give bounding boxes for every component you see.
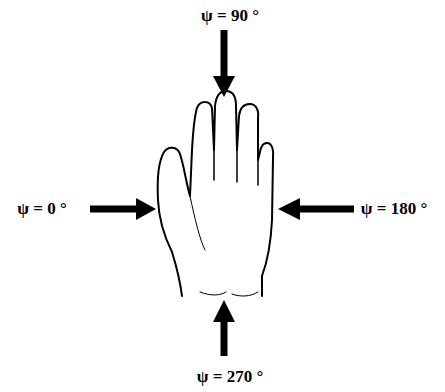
arrow-shaft [221,30,228,78]
angle-label: ψ = 0 ° [17,200,66,219]
angle-label: ψ = 270 ° [197,368,263,387]
arrow-shaft [90,206,138,213]
arrow-head [213,76,235,97]
arrow-shaft [298,206,354,213]
angle-label: ψ = 90 ° [201,7,259,26]
arrow-head [278,198,300,220]
arrow-shaft [221,320,228,356]
palm-crease [190,196,258,296]
hand-outline [158,91,274,296]
arrow-head [213,300,235,322]
angle-label: ψ = 180 ° [361,200,427,219]
finger-line [214,150,258,185]
arrow-head [136,198,156,220]
